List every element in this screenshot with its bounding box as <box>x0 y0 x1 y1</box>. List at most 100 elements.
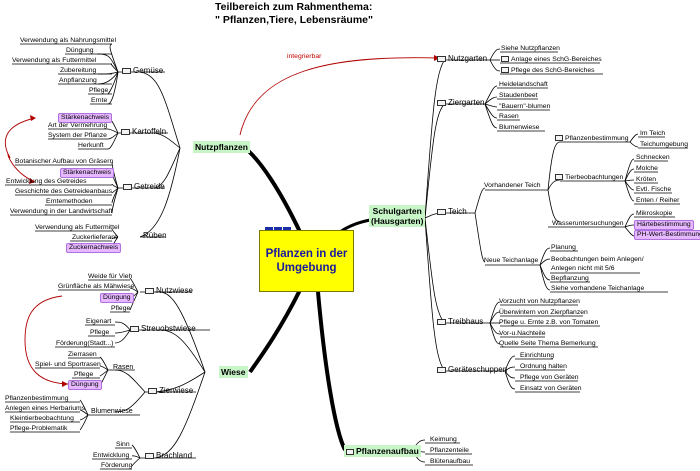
subtopic-kartoffeln[interactable]: Kartoffeln <box>121 127 166 137</box>
leaf-highlighted[interactable]: Stärkenachweis <box>58 113 112 123</box>
leaf[interactable]: Verwendung als Futtermittel <box>35 224 120 231</box>
leaf[interactable]: Erntemethoden <box>46 198 93 205</box>
leaf[interactable]: System der Pflanze <box>48 132 107 139</box>
leaf[interactable]: Keimung <box>430 436 457 443</box>
central-topic[interactable]: Pflanzen in der Umgebung <box>259 230 354 292</box>
leaf[interactable]: Pflege u. Ernte z.B. von Tomaten <box>499 319 599 326</box>
leaf[interactable]: Blumenwiese <box>499 124 540 131</box>
leaf[interactable]: "Bauern"-blumen <box>499 103 551 110</box>
leaf[interactable]: Zuckerlieferant <box>72 234 117 241</box>
topic-pflanzenaufbau[interactable]: Pflanzenaufbau <box>344 445 421 457</box>
leaf[interactable]: Pflanzenteile <box>430 447 469 454</box>
leaf[interactable]: Herkunft <box>78 142 104 149</box>
subtopic-rasen[interactable]: Rasen <box>113 364 134 371</box>
leaf[interactable]: Rasen <box>499 113 519 120</box>
subtopic-brachland[interactable]: Brachland <box>145 451 192 461</box>
subtopic-gemuese[interactable]: Gemüse <box>122 66 163 76</box>
subtopic-tierbeobachtungen[interactable]: Tierbeobachtungen <box>555 174 623 182</box>
leaf[interactable]: Weide für Vieh <box>88 273 133 280</box>
leaf[interactable]: Verwendung in der Landwirtschaft <box>10 208 113 215</box>
leaf[interactable]: Pflege-Problematik <box>10 425 68 432</box>
leaf[interactable]: Überwintern von Zierpflanzen <box>499 309 588 316</box>
topic-schulgarten[interactable]: Schulgarten (Hausgarten) <box>369 205 426 227</box>
leaf[interactable]: Spiel- und Sportrasen <box>35 361 101 368</box>
leaf[interactable]: Vor-u.Nachteile <box>499 330 546 337</box>
leaf-highlighted[interactable]: Zuckernachweis <box>66 243 122 253</box>
subtopic-treibhaus[interactable]: Treibhaus <box>437 317 483 327</box>
subtopic-geraeteschuppen[interactable]: Geräteschuppen <box>437 365 507 375</box>
subtopic-blumenwiese[interactable]: Blumenwiese <box>91 408 133 415</box>
leaf[interactable]: Kleintierbeobachtung <box>10 415 74 422</box>
leaf[interactable]: Ernte <box>91 97 108 104</box>
subtopic-streuobstwiese[interactable]: Streuobstwiese <box>130 324 196 334</box>
subtopic-pflanzenbestimmung[interactable]: Pflanzenbestimmung <box>555 135 628 143</box>
leaf[interactable]: Vorzucht von Nutzpflanzen <box>499 298 580 305</box>
leaf[interactable]: Heidelandschaft <box>499 81 548 88</box>
leaf[interactable]: Ordnung halten <box>520 363 567 370</box>
leaf[interactable]: Pflege <box>111 305 131 312</box>
leaf[interactable]: Teichumgebung <box>640 141 688 148</box>
leaf[interactable]: Pflege <box>89 87 109 94</box>
leaf[interactable]: Einsatz von Geräten <box>520 385 582 392</box>
subtopic-ziergarten[interactable]: Ziergarten <box>437 98 484 108</box>
leaf[interactable]: Evtl. Fische <box>636 186 672 193</box>
leaf[interactable]: Botanischer Aufbau von Gräsern <box>15 158 114 165</box>
leaf[interactable]: Anlegen eines Herbariums <box>5 405 86 412</box>
topic-nutzpflanzen[interactable]: Nutzpflanzen <box>193 141 250 153</box>
leaf[interactable]: Pflege des SchG-Bereiches <box>501 67 595 75</box>
leaf-highlighted[interactable]: Düngung <box>68 380 102 390</box>
leaf[interactable]: Sinn <box>116 441 130 448</box>
subtopic-teich[interactable]: Teich <box>437 207 467 217</box>
leaf[interactable]: Einrichtung <box>520 352 555 359</box>
leaf[interactable]: Bepflanzung <box>551 275 589 282</box>
book-icon <box>121 128 130 135</box>
leaf[interactable]: Förderung <box>101 462 133 469</box>
leaf[interactable]: Anpflanzung <box>59 77 97 84</box>
leaf[interactable]: Pflanzenbestimmung <box>5 395 69 402</box>
subtopic-zierwiese[interactable]: Zierwiese <box>148 386 193 396</box>
leaf[interactable]: Pflege <box>74 371 94 378</box>
subtopic-wasseruntersuchungen[interactable]: Wasseruntersuchungen <box>552 220 624 227</box>
leaf-highlighted[interactable]: PH-Wert-Bestimmung <box>634 230 700 240</box>
leaf[interactable]: Schnecken <box>636 154 670 161</box>
leaf[interactable]: Mikroskopie <box>636 210 673 217</box>
leaf[interactable]: Anlegen nicht mit 5/6 <box>551 265 615 272</box>
leaf[interactable]: Entwicklung <box>93 452 130 459</box>
subtopic-vorhandener-teich[interactable]: Vorhandener Teich <box>484 182 541 189</box>
subtopic-neue-teichanlage[interactable]: Neue Teichanlage <box>484 257 539 264</box>
leaf[interactable]: Blütenaufbau <box>430 458 471 465</box>
topic-wiese[interactable]: Wiese <box>219 366 248 378</box>
leaf-highlighted[interactable]: Härtebestimmung <box>634 220 694 230</box>
leaf[interactable]: Pflege <box>90 329 110 336</box>
leaf[interactable]: Art der Vermehrung <box>48 122 108 129</box>
leaf[interactable]: Zubereitung <box>60 67 97 74</box>
subtopic-nutzwiese[interactable]: Nutzwiese <box>145 286 193 296</box>
leaf[interactable]: Kröten <box>636 176 657 183</box>
leaf[interactable]: Anlage eines SchG-Bereiches <box>501 56 602 64</box>
leaf[interactable]: Pflege von Geräten <box>520 374 579 381</box>
leaf[interactable]: Zierrasen <box>68 351 97 358</box>
leaf[interactable]: Verwendung als Futtermittel <box>12 57 97 64</box>
leaf[interactable]: Grünfläche als Mähwiese <box>58 283 135 290</box>
leaf[interactable]: Enten / Reiher <box>636 197 680 204</box>
leaf[interactable]: Quelle Seite Thema Bemerkung <box>499 340 596 347</box>
topic-label: Schulgarten <box>372 206 422 216</box>
leaf[interactable]: Geschichte des Getreideanbaus <box>15 188 113 195</box>
subtopic-rueben[interactable]: Rüben <box>143 231 167 241</box>
leaf[interactable]: Düngung <box>66 47 94 54</box>
leaf[interactable]: Siehe vorhandene Teichanlage <box>551 285 645 292</box>
leaf[interactable]: Entwicklung des Getreides <box>6 178 87 185</box>
leaf[interactable]: Planung <box>551 244 576 251</box>
leaf[interactable]: Molche <box>636 165 658 172</box>
leaf[interactable]: Beobachtungen beim Anlegen/ <box>551 256 644 263</box>
leaf[interactable]: Im Teich <box>640 130 666 137</box>
leaf[interactable]: Staudenbeet <box>499 92 538 99</box>
leaf[interactable]: Verwendung als Nahrungsmittel <box>20 37 116 44</box>
leaf-highlighted[interactable]: Stärkenachweis <box>60 168 114 178</box>
leaf-highlighted[interactable]: Düngung <box>100 293 134 303</box>
leaf[interactable]: Eigenart <box>86 318 112 325</box>
subtopic-getreide[interactable]: Getreide <box>123 182 165 192</box>
leaf[interactable]: Siehe Nutzpflanzen <box>501 45 560 52</box>
subtopic-nutzgarten[interactable]: Nutzgarten <box>437 54 487 64</box>
leaf[interactable]: Förderung(Stadt...) <box>56 340 114 347</box>
